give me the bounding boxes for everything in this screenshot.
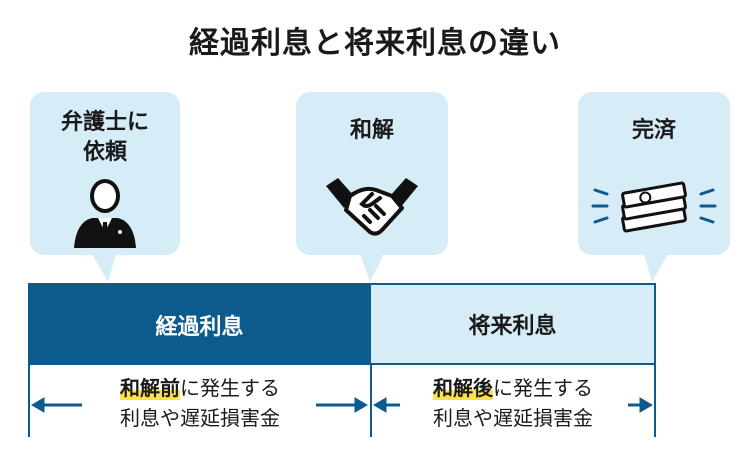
period-future-description: 和解後に発生する 利息や遅延損害金 (400, 373, 626, 433)
period-future-box: 将来利息 (371, 285, 656, 365)
lawyer-person-icon (74, 179, 136, 248)
stage-label-paid-off: 完済 (631, 118, 676, 143)
timeline-top-line (28, 283, 656, 285)
period-past-description: 和解前に発生する 利息や遅延損害金 (90, 373, 310, 433)
page-title: 経過利息と将来利息の違い (189, 26, 561, 61)
stage-label-settlement: 和解 (349, 118, 394, 143)
boundary-line-left (28, 365, 30, 437)
period-future-label: 将来利息 (468, 314, 557, 339)
money-stack-icon (591, 181, 717, 233)
boundary-line-middle (370, 365, 372, 437)
future-arrow-right-head (639, 397, 653, 413)
boundary-line-right (654, 365, 656, 437)
stage-bubble-settlement: 和解 (296, 92, 448, 255)
paid-off-bubble-tail (644, 254, 668, 282)
period-future-desc-line2: 利息や遅延損害金 (433, 406, 593, 430)
period-future-desc-rest: に発生する (493, 376, 593, 400)
period-past-desc-line1: 和解前に発生する (90, 373, 310, 403)
past-arrow-right-head (354, 397, 368, 413)
past-arrow-left-head (31, 397, 45, 413)
period-future-desc-line1: 和解後に発生する (400, 373, 626, 403)
settlement-bubble-tail (360, 254, 384, 282)
period-past-box: 経過利息 (28, 285, 371, 365)
stage-bubble-paid-off: 完済 (578, 92, 730, 255)
period-past-desc-rest: に発生する (180, 376, 280, 400)
period-future-highlight: 和解後 (433, 376, 493, 400)
stage-label-lawyer-line2: 依頼 (82, 140, 127, 165)
lawyer-bubble-tail (92, 254, 116, 282)
stage-bubble-lawyer: 弁護士に 依頼 (30, 92, 180, 255)
period-past-label: 経過利息 (155, 315, 244, 340)
stage-label-lawyer-line1: 弁護士に (60, 110, 149, 135)
handshake-icon (326, 178, 418, 236)
period-past-highlight: 和解前 (120, 376, 180, 400)
future-arrow-left-head (373, 397, 387, 413)
period-past-desc-line2: 利息や遅延損害金 (120, 406, 280, 430)
